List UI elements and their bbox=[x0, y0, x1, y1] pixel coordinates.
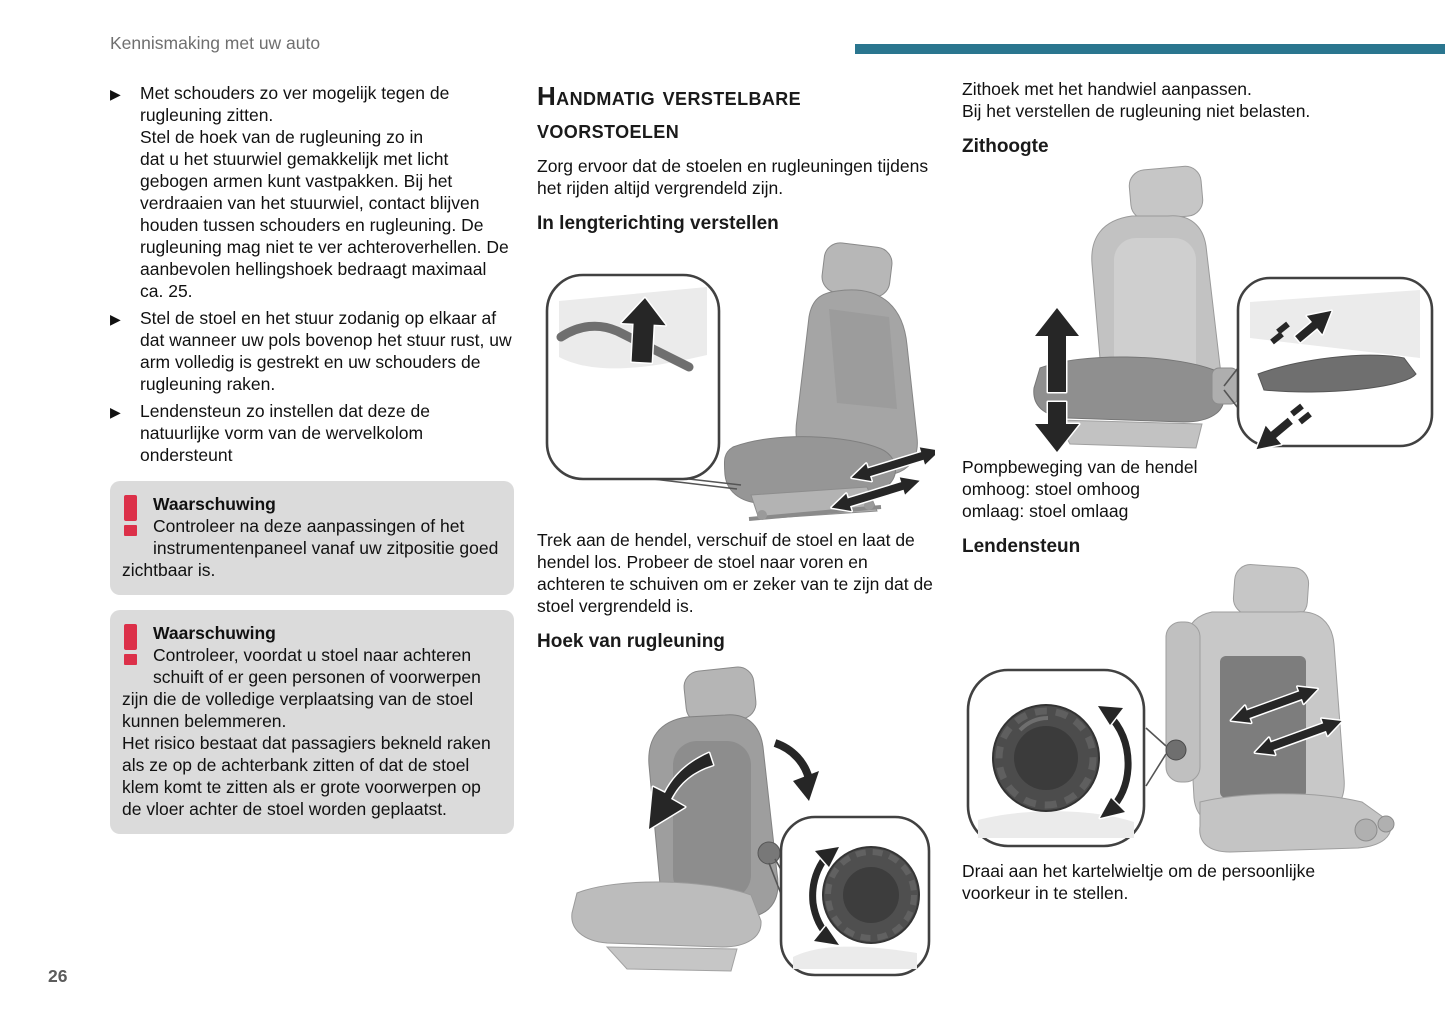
right-intro: Zithoek met het handwiel aanpassen. Bij … bbox=[962, 79, 1311, 121]
subheading-lumbar: Lendensteun bbox=[962, 536, 1081, 557]
section-intro: Zorg ervoor dat de stoelen en rugleuning… bbox=[537, 156, 929, 198]
seat-front-view bbox=[1165, 564, 1395, 853]
rotate-arrow-icon bbox=[806, 845, 841, 947]
bullet-text: Met schouders zo ver mogelijk tegen de r… bbox=[140, 83, 509, 301]
page-number: 26 bbox=[48, 966, 68, 986]
list-item: ▶ Stel de stoel en het stuur zodanig op … bbox=[110, 307, 514, 395]
height-lever-handle bbox=[1257, 354, 1417, 393]
figure-caption: Trek aan de hendel, verschuif de stoel e… bbox=[537, 530, 933, 616]
slide-lever-inset bbox=[545, 273, 721, 481]
backrest-tilt-arrow-icon bbox=[647, 751, 715, 831]
right-column: Zithoek met het handwiel aanpassen. Bij … bbox=[962, 78, 1434, 904]
seat-side-view bbox=[571, 666, 781, 972]
slide-lever-handle bbox=[556, 321, 694, 372]
lumbar-in-out-arrows-icon bbox=[1229, 685, 1344, 757]
bullet-arrow-icon: ▶ bbox=[110, 404, 121, 420]
recliner-handwheel-inset bbox=[779, 815, 931, 977]
subheading-longitudinal: In lengterichting verstellen bbox=[537, 213, 779, 234]
warning-title: Waarschuwing bbox=[153, 494, 276, 514]
figure-longitudinal-adjustment bbox=[545, 242, 935, 521]
middle-column: Handmatig verstelbare voorstoelen Zorg e… bbox=[537, 80, 937, 985]
warning-body: Controleer na deze aanpassingen of het i… bbox=[122, 516, 499, 580]
height-lever-inset bbox=[1236, 276, 1434, 451]
lumbar-wheel-on-seat bbox=[1165, 739, 1187, 761]
list-item: ▶ Met schouders zo ver mogelijk tegen de… bbox=[110, 82, 514, 302]
seat-side-view bbox=[1033, 165, 1239, 449]
pull-up-arrow-icon bbox=[620, 296, 668, 365]
lumbar-thumbwheel-inset bbox=[966, 668, 1146, 848]
bullet-arrow-icon: ▶ bbox=[110, 86, 121, 102]
warning-exclamation-icon bbox=[124, 624, 139, 665]
seat-side-view bbox=[723, 242, 918, 521]
figure-seat-height bbox=[1033, 165, 1434, 454]
page-header-title: Kennismaking met uw auto bbox=[110, 33, 321, 53]
accent-bar bbox=[855, 44, 1445, 54]
backrest-return-arrow-icon bbox=[773, 739, 819, 801]
lever-down-arrow-icon bbox=[1255, 416, 1295, 451]
figure-caption: Pompbeweging van de hendel omhoog: stoel… bbox=[962, 457, 1198, 521]
bullet-text: Stel de stoel en het stuur zodanig op el… bbox=[140, 308, 512, 394]
subheading-backrest-angle: Hoek van rugleuning bbox=[537, 631, 725, 652]
warning-body: Controleer, voordat u stoel naar achtere… bbox=[122, 645, 491, 819]
lever-up-arrow-icon bbox=[1293, 309, 1333, 344]
list-item: ▶ Lendensteun zo instellen dat deze de n… bbox=[110, 400, 514, 466]
section-main-title: Handmatig verstelbare voorstoelen bbox=[537, 81, 802, 144]
rotate-arrow-icon bbox=[1096, 704, 1135, 820]
figure-backrest-angle bbox=[571, 666, 931, 977]
warning-title: Waarschuwing bbox=[153, 623, 276, 643]
subheading-seat-height: Zithoogte bbox=[962, 136, 1049, 157]
figure-caption: Draai aan het kartelwieltje om de persoo… bbox=[962, 861, 1316, 903]
warning-exclamation-icon bbox=[124, 495, 139, 536]
seat-up-down-arrows-icon bbox=[1033, 306, 1081, 454]
left-column: ▶ Met schouders zo ver mogelijk tegen de… bbox=[110, 82, 514, 834]
figure-lumbar-support bbox=[966, 564, 1395, 853]
fore-aft-arrows-icon bbox=[830, 445, 935, 513]
bullet-arrow-icon: ▶ bbox=[110, 311, 121, 327]
bullet-text: Lendensteun zo instellen dat deze de nat… bbox=[140, 401, 430, 465]
